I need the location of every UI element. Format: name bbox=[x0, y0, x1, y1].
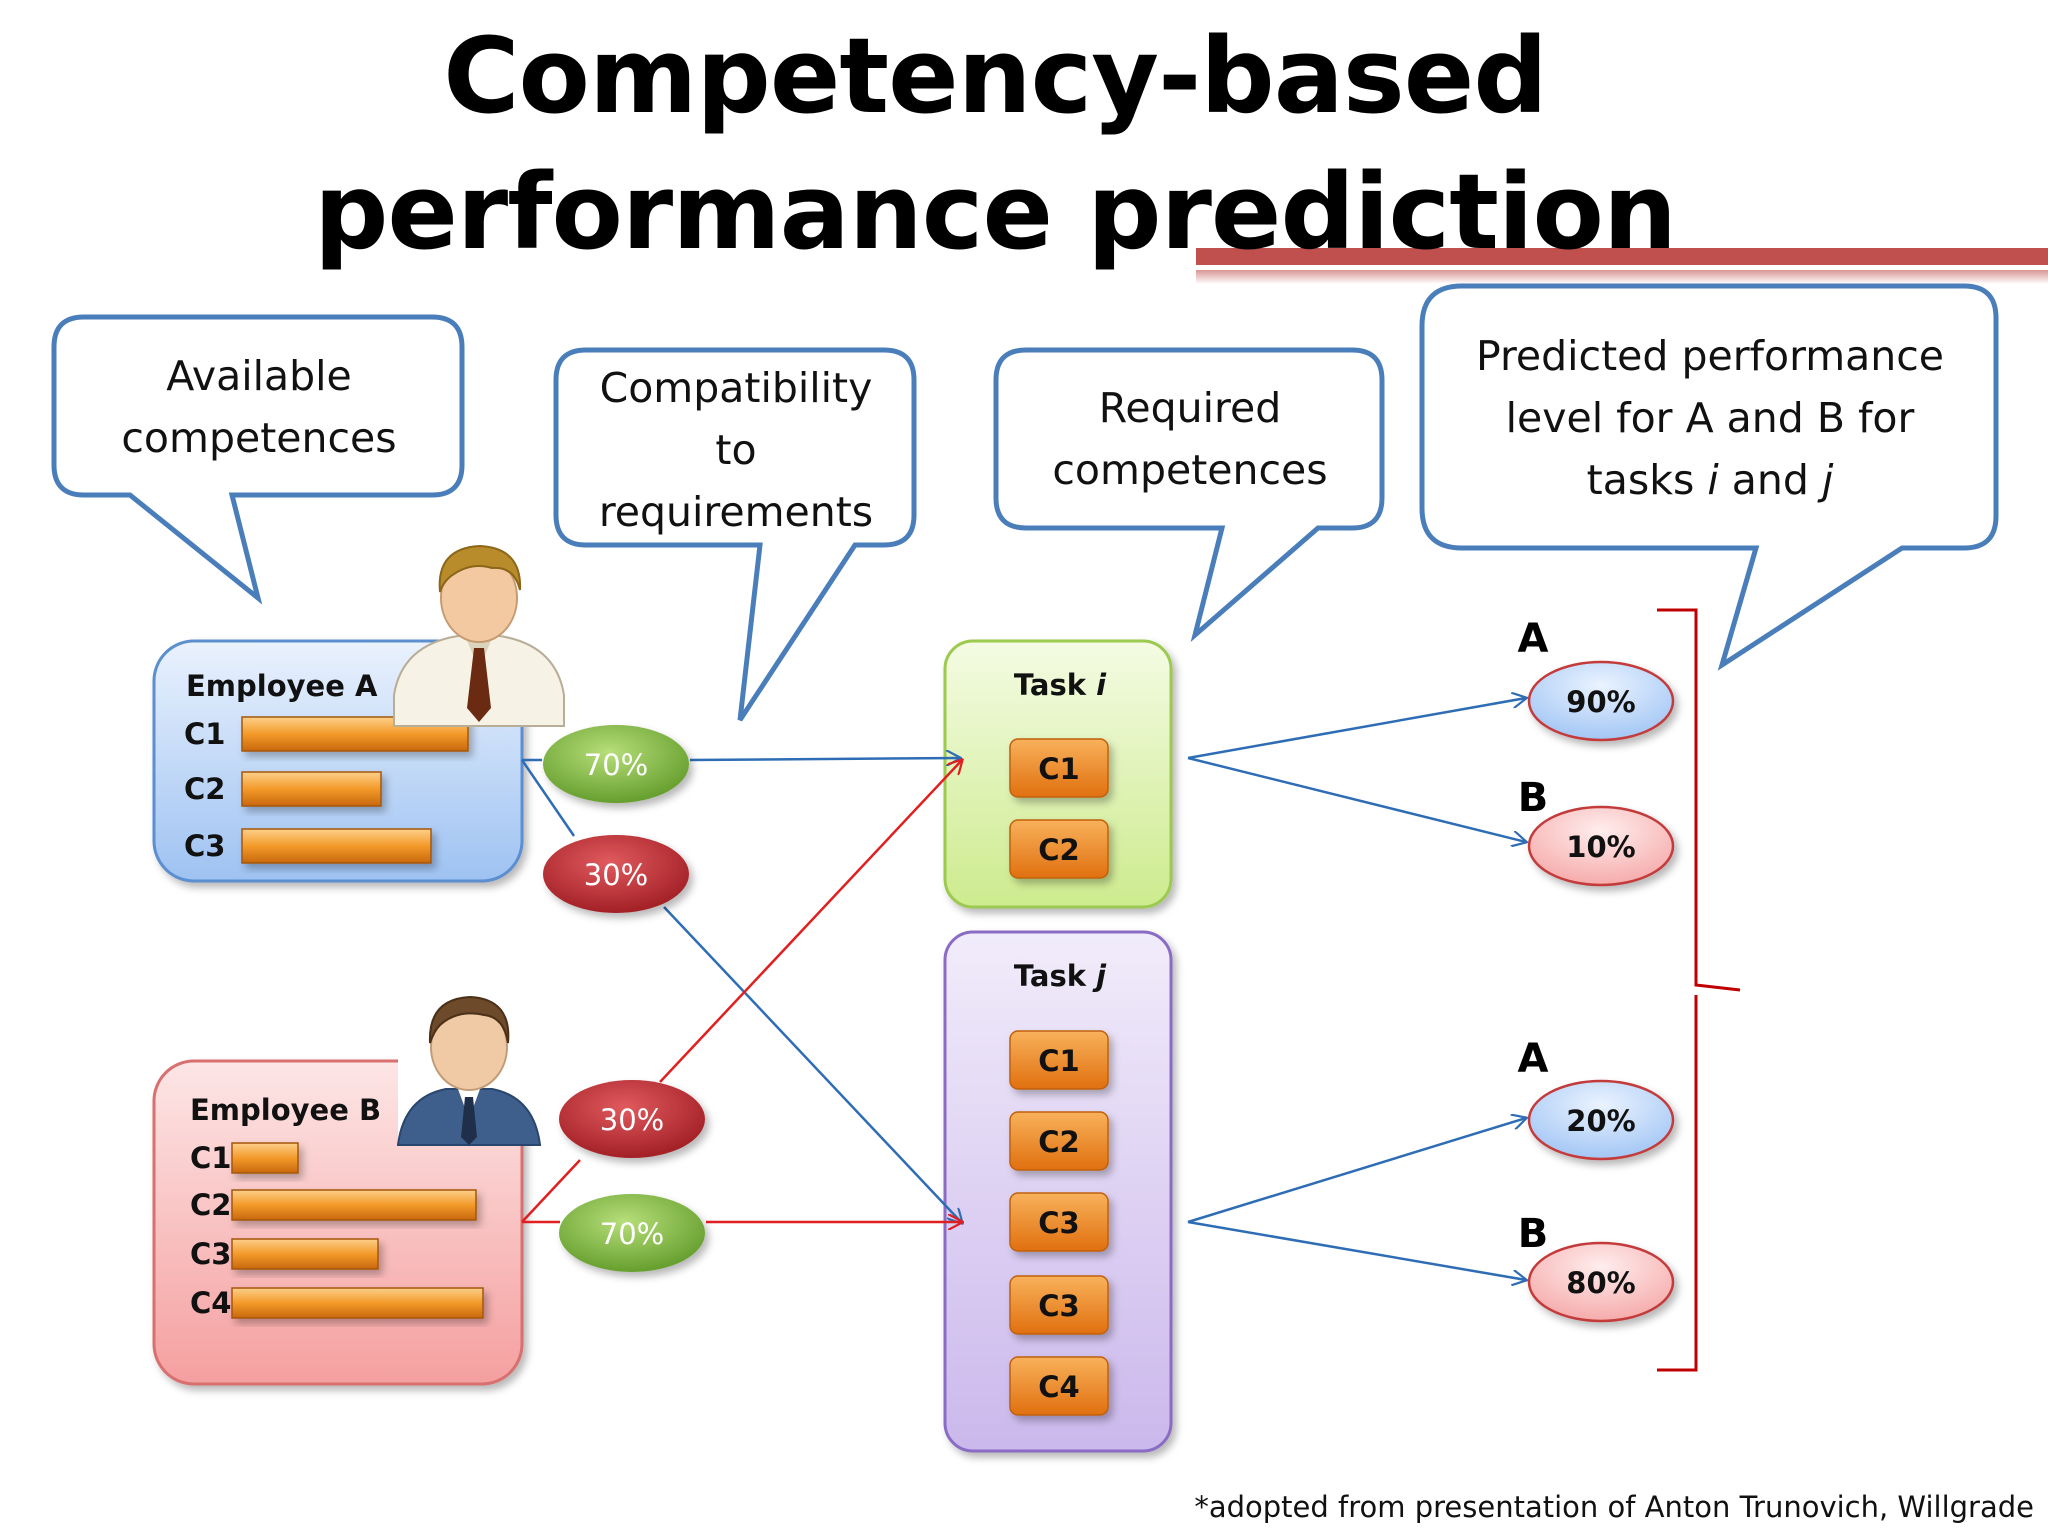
prediction-task-i-a-value: 90% bbox=[1566, 685, 1635, 719]
connectors-employee-b bbox=[521, 760, 962, 1223]
person-a-icon bbox=[393, 544, 565, 727]
callout-required: Required competences bbox=[1052, 384, 1328, 494]
connectors-predictions bbox=[1187, 698, 1526, 1280]
employee-b-competence-label: C3 bbox=[190, 1237, 231, 1271]
prediction-task-i-a-label: A bbox=[1518, 616, 1549, 662]
callout-predicted-tasks: tasks bbox=[1586, 456, 1708, 504]
prediction-task-j-b: B 80% bbox=[1518, 1211, 1675, 1323]
compat-b-to-i: 30% bbox=[559, 1080, 705, 1158]
prediction-task-j-b-value: 80% bbox=[1566, 1266, 1635, 1300]
employee-b-competence-bar bbox=[231, 1287, 484, 1319]
employee-a-name: Employee A bbox=[186, 669, 378, 703]
prediction-task-i-b-label: B bbox=[1518, 775, 1549, 821]
prediction-brace bbox=[1657, 608, 1741, 1372]
employee-a-competence-bar bbox=[241, 771, 382, 807]
task-j-chip-label: C3 bbox=[1038, 1206, 1079, 1240]
compat-a-to-j: 30% bbox=[543, 835, 689, 913]
callout-predicted-bubble bbox=[1419, 283, 1999, 671]
task-j-box bbox=[943, 930, 1173, 1453]
employee-a-competence-label: C3 bbox=[184, 829, 225, 863]
callout-available: Available competences bbox=[121, 352, 397, 462]
connector-b-split bbox=[521, 1159, 581, 1223]
connector-b-to-task-i bbox=[659, 760, 962, 1083]
compat-b-to-j-label: 70% bbox=[600, 1217, 664, 1251]
callout-predicted-line3: tasks i and j bbox=[1440, 449, 1980, 511]
prediction-task-i-a: A 90% bbox=[1518, 616, 1675, 742]
task-i-chip bbox=[1009, 738, 1109, 798]
footer-attribution: *adopted from presentation of Anton Trun… bbox=[1194, 1490, 2034, 1524]
prediction-task-i-b-value: 10% bbox=[1566, 830, 1635, 864]
employee-b-competence-bar bbox=[231, 1142, 299, 1174]
employee-b-name: Employee B bbox=[190, 1093, 381, 1127]
task-j-chip-label: C1 bbox=[1038, 1044, 1079, 1078]
task-i-name: i bbox=[1096, 668, 1107, 702]
connector-task-i-to-b bbox=[1187, 756, 1526, 842]
callout-required-bubble bbox=[993, 347, 1385, 643]
connector-task-j-to-b bbox=[1187, 1220, 1526, 1280]
prediction-task-j-b-label: B bbox=[1518, 1211, 1549, 1257]
employee-a-competence-label: C1 bbox=[184, 717, 225, 751]
prediction-task-i-b: B 10% bbox=[1518, 775, 1675, 887]
task-j-chip-label: C2 bbox=[1038, 1125, 1079, 1159]
task-j-name: j bbox=[1092, 959, 1107, 993]
compat-b-to-j: 70% bbox=[559, 1194, 705, 1272]
callout-compatibility-bubble bbox=[553, 347, 917, 722]
connectors-employee-a bbox=[520, 758, 962, 1223]
slide-title: Competency-based performance prediction bbox=[313, 15, 1677, 273]
callout-compatibility: Compatibility to requirements bbox=[598, 364, 874, 536]
connector-task-j-to-a bbox=[1187, 1118, 1526, 1224]
connector-a-to-task-i bbox=[689, 758, 960, 760]
task-i-chip bbox=[1009, 819, 1109, 879]
task-j-chip bbox=[1009, 1111, 1109, 1171]
task-j-chip-label: C3 bbox=[1038, 1289, 1079, 1323]
prediction-task-j-a: A 20% bbox=[1518, 1036, 1675, 1161]
employee-a-competence-label: C2 bbox=[184, 772, 225, 806]
title-rule-fade bbox=[1196, 270, 2048, 284]
task-j-title: Task j bbox=[1014, 959, 1107, 993]
callout-predicted-j: j bbox=[1821, 456, 1834, 504]
callout-predicted-line2: level for A and B for bbox=[1505, 394, 1915, 442]
person-b-icon bbox=[396, 995, 542, 1146]
connector-a-split bbox=[520, 759, 576, 837]
callout-predicted: Predicted performance level for A and B … bbox=[1440, 325, 1980, 511]
employee-b-competence-bar bbox=[231, 1189, 477, 1221]
task-j-chip-label: C4 bbox=[1038, 1370, 1079, 1404]
employee-b-competence-label: C4 bbox=[190, 1286, 231, 1320]
task-j-chip bbox=[1009, 1356, 1109, 1416]
prediction-task-j-a-value: 20% bbox=[1566, 1104, 1635, 1138]
compat-b-to-i-label: 30% bbox=[600, 1103, 664, 1137]
callout-available-bubble bbox=[51, 314, 465, 605]
task-j-chip bbox=[1009, 1192, 1109, 1252]
callout-predicted-i: i bbox=[1707, 456, 1719, 504]
task-j-chip bbox=[1009, 1030, 1109, 1090]
task-i-title: Task i bbox=[1014, 668, 1107, 702]
connector-a-to-task-j bbox=[663, 906, 962, 1223]
task-i-chip-label: C2 bbox=[1038, 833, 1079, 867]
connector-task-i-to-a bbox=[1187, 698, 1526, 760]
employee-b-competence-label: C1 bbox=[190, 1141, 231, 1175]
employee-a-competence-bar bbox=[241, 828, 432, 864]
task-i-chip-label: C1 bbox=[1038, 752, 1079, 786]
employee-b-competence-bar bbox=[231, 1238, 379, 1270]
compat-a-to-i-label: 70% bbox=[584, 748, 648, 782]
compat-a-to-j-label: 30% bbox=[584, 858, 648, 892]
task-j-chip bbox=[1009, 1275, 1109, 1335]
compat-a-to-i: 70% bbox=[543, 725, 689, 803]
callout-predicted-and: and bbox=[1718, 456, 1822, 504]
title-rule bbox=[1196, 248, 2048, 265]
prediction-task-j-a-label: A bbox=[1518, 1036, 1549, 1082]
task-j-prefix: Task bbox=[1014, 959, 1096, 993]
callout-predicted-line1: Predicted performance bbox=[1475, 332, 1945, 380]
employee-b-competence-label: C2 bbox=[190, 1188, 231, 1222]
task-i-prefix: Task bbox=[1014, 668, 1096, 702]
